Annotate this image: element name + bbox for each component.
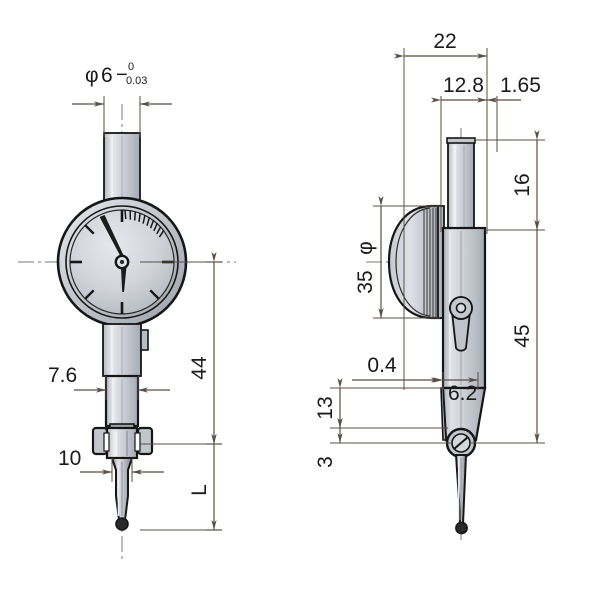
dimension-0-4-label: 0.4: [367, 354, 397, 377]
dimension-6-2-label: 6.2: [448, 382, 477, 405]
dimension-1-65-label: 1.65: [500, 74, 541, 97]
dimension-45: 45: [470, 220, 545, 444]
dimension-7-6: 7.6: [48, 364, 170, 400]
dimension-dia-35-label: 35: [354, 270, 377, 293]
side-upper-stem: [446, 137, 476, 231]
side-bezel-edge-line: [395, 207, 431, 317]
dimension-dia-6-tol-lower: 0.03: [126, 75, 147, 87]
dimension-44: 44: [140, 252, 222, 445]
dimension-dia-6-prefix: φ: [85, 64, 99, 87]
pivot-screw-slot: [453, 436, 469, 450]
dimension-dia-6-minus: −: [116, 64, 128, 86]
keyhole-slot-bore: [455, 302, 467, 314]
dimension-13-label: 13: [314, 396, 337, 419]
dimension-L: L: [140, 434, 222, 531]
dimension-44-label: 44: [188, 356, 211, 380]
dial-needle: [99, 215, 125, 259]
dimension-22: 22: [394, 30, 488, 390]
dimension-12-8: 12.8: [431, 74, 487, 232]
stylus-ball-tip: [115, 517, 129, 531]
dial-needle-tail: [120, 266, 127, 292]
dimension-45-label: 45: [511, 324, 534, 347]
dimension-16-label: 16: [511, 173, 534, 196]
dimension-1-65: 1.65: [487, 74, 541, 152]
stem-lug: [140, 329, 149, 351]
dimension-3-label: 3: [314, 456, 337, 468]
contact-stylus: [110, 457, 134, 531]
dimension-dia-35-prefix: φ: [354, 241, 377, 255]
dimension-0-4: 0.4: [352, 354, 441, 383]
dial-hub-center: [119, 259, 125, 265]
side-stylus-ball-tip: [455, 521, 468, 535]
dimension-dia-6: φ 6 − 0 0.03: [72, 61, 172, 137]
dimension-dia-6-tol-upper: 0: [128, 61, 134, 73]
dimension-dia-35: φ 35: [354, 196, 440, 319]
dial-minor-ticks: [84, 224, 160, 300]
dimension-L-label: L: [188, 484, 211, 496]
side-bezel-knurl: [423, 208, 437, 317]
dial-graduation-scale: [124, 210, 165, 238]
side-stylus: [454, 454, 468, 535]
dimension-6-2: 6.2: [433, 372, 479, 405]
dimension-13: 13: [314, 378, 448, 429]
dimension-12-8-label: 12.8: [443, 74, 484, 97]
dimension-3: 3: [314, 418, 452, 468]
dimension-22-label: 22: [433, 30, 456, 53]
dimension-10: 10: [58, 447, 164, 482]
dimension-dia-6-label: 6: [101, 64, 113, 87]
lower-stem-7-6: [104, 374, 140, 428]
lower-stem-upper: [102, 323, 149, 377]
side-tapered-housing: [440, 386, 487, 442]
pivot-clamp-assembly: [91, 423, 154, 460]
side-view: 22 12.8 1.65 16 φ 35: [314, 30, 545, 540]
side-body-block: [441, 226, 487, 390]
dimension-10-label: 10: [58, 447, 81, 470]
front-view: φ 6 − 0 0.03 7.6 10: [18, 61, 236, 560]
dimension-7-6-label: 7.6: [48, 364, 77, 387]
